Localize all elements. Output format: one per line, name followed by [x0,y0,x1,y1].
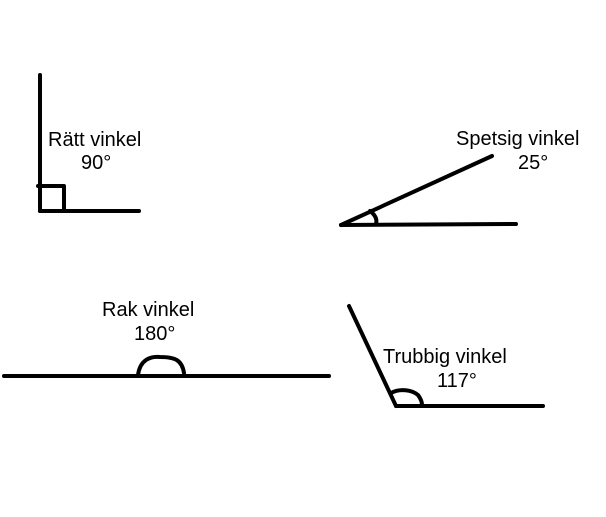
right-angle-name: Rätt vinkel [48,129,142,151]
obtuse-angle-name: Trubbig vinkel [383,346,507,368]
right-angle-value: 90° [81,152,112,174]
acute-angle-value: 25° [518,152,549,174]
obtuse-angle-value: 117° [437,370,477,392]
acute-angle-figure [339,154,518,227]
straight-angle-figure [2,354,331,378]
acute-angle-name: Spetsig vinkel [456,128,580,150]
straight-angle-name: Rak vinkel [102,299,195,321]
straight-angle-value: 180° [134,323,176,345]
right-angle-figure [36,73,141,213]
obtuse-angle-figure [347,304,545,408]
